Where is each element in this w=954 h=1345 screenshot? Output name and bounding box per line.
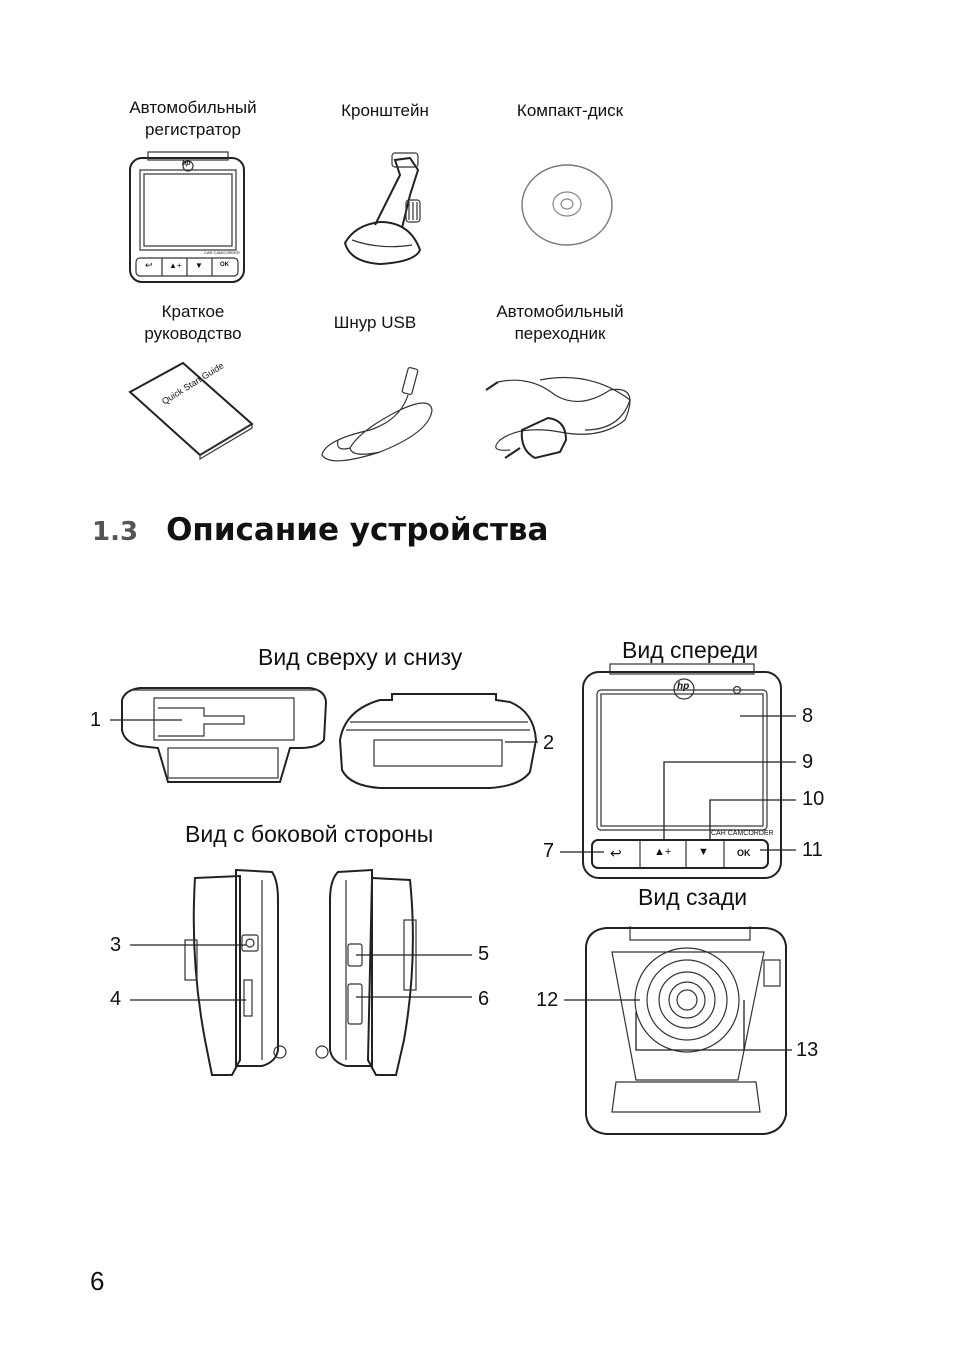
callout-1: 1	[90, 709, 102, 731]
callout-5: 5	[478, 943, 490, 965]
recorder-ok-text: OK	[220, 262, 229, 268]
callout-11: 11	[802, 839, 823, 861]
front-back-icon: ↩	[610, 845, 622, 861]
callout-8: 8	[802, 705, 814, 727]
front-brand-text: hp	[677, 681, 690, 692]
view-title-front: Вид спереди	[622, 637, 759, 663]
callout-4: 4	[110, 988, 122, 1010]
front-ok-text: OK	[737, 848, 751, 858]
callout-2: 2	[543, 732, 555, 754]
callout-10: 10	[802, 788, 825, 810]
item-label-usb: Шнур USB	[333, 313, 417, 332]
view-title-top-bottom: Вид сверху и снизу	[258, 644, 463, 670]
item-label-bracket: Кронштейн	[341, 101, 429, 120]
callout-6: 6	[478, 988, 490, 1010]
page-number: 6	[90, 1266, 105, 1296]
item-label-cd: Компакт-диск	[516, 101, 624, 120]
view-title-side: Вид с боковой стороны	[185, 821, 434, 847]
section-number: 1.3	[92, 517, 139, 547]
front-down-icon: ▼	[698, 846, 709, 858]
recorder-down-icon: ▼	[195, 261, 203, 270]
callout-12: 12	[536, 989, 559, 1011]
section-heading: 1.3 Описание устройства	[92, 512, 548, 548]
callout-3: 3	[110, 934, 122, 956]
front-up-plus-icon: ▲+	[654, 846, 672, 858]
item-label-guide: Краткое руководство	[144, 302, 242, 343]
item-label-recorder: Автомобильный регистратор	[129, 98, 257, 139]
callout-13: 13	[796, 1039, 819, 1061]
recorder-brand-text: hp	[182, 160, 191, 167]
callout-7: 7	[543, 840, 555, 862]
front-model-text: CAR CAMCORDER	[711, 830, 774, 837]
recorder-back-icon: ↩	[145, 260, 153, 270]
callout-9: 9	[802, 751, 814, 773]
section-title: Описание устройства	[166, 512, 549, 548]
item-label-adapter: Автомобильный переходник	[496, 302, 624, 343]
recorder-model-text: CAR CAMCORDER	[204, 250, 240, 255]
recorder-up-icon: ▲+	[169, 261, 182, 270]
view-title-back: Вид сзади	[638, 884, 748, 910]
